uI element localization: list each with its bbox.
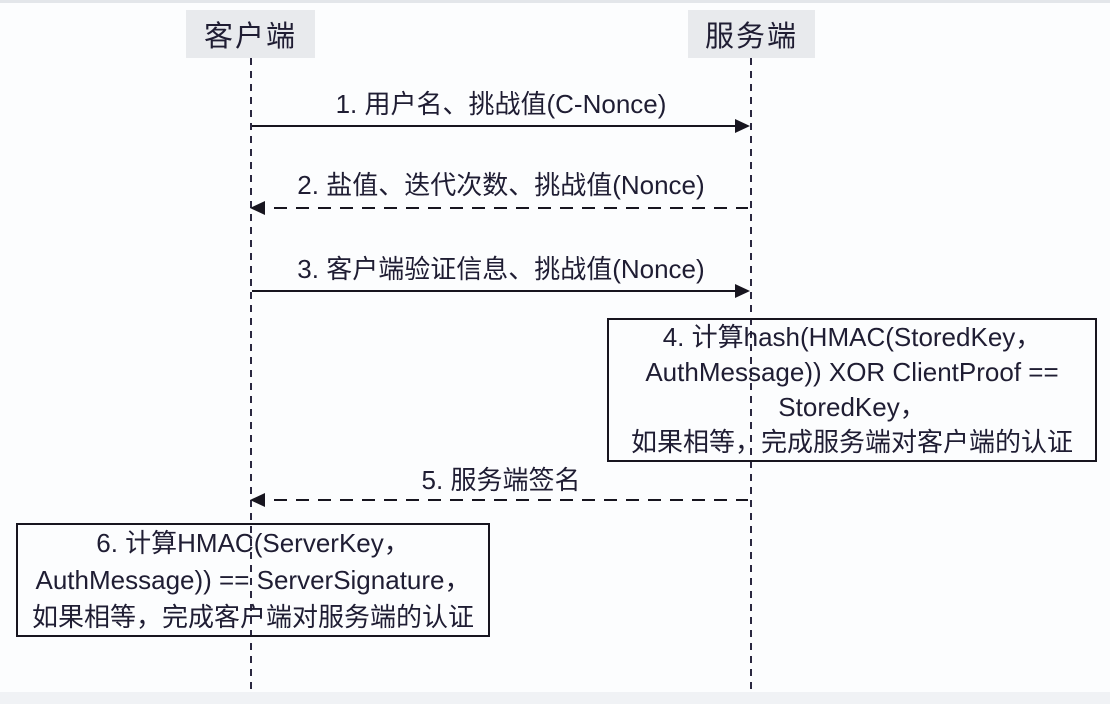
message-2-label: 2. 盐值、迭代次数、挑战值(Nonce) bbox=[297, 170, 705, 200]
arrowhead-left-icon bbox=[250, 493, 265, 507]
arrowhead-right-icon bbox=[735, 284, 750, 298]
message-1-label: 1. 用户名、挑战值(C-Nonce) bbox=[335, 89, 667, 119]
message-3-label: 3. 客户端验证信息、挑战值(Nonce) bbox=[297, 254, 705, 284]
arrowhead-left-icon bbox=[250, 201, 265, 215]
note-client-verifies-server: 6. 计算HMAC(ServerKey， AuthMessage)) == Se… bbox=[16, 523, 490, 637]
note-line: 如果相等，完成服务端对客户端的认证 bbox=[630, 427, 1073, 457]
actor-client: 客户端 bbox=[186, 10, 315, 58]
top-border-strip bbox=[0, 0, 1110, 3]
bottom-border-strip bbox=[0, 692, 1110, 704]
message-1-arrow bbox=[252, 119, 750, 133]
note-line: StoredKey， bbox=[778, 392, 926, 422]
note-server-verifies-client: 4. 计算hash(HMAC(StoredKey， AuthMessage)) … bbox=[607, 318, 1097, 462]
arrowhead-right-icon bbox=[735, 119, 750, 133]
note-line: AuthMessage)) XOR ClientProof == bbox=[645, 357, 1059, 387]
note-line: 4. 计算hash(HMAC(StoredKey， bbox=[662, 322, 1042, 352]
note-line: AuthMessage)) == ServerSignature， bbox=[35, 564, 471, 595]
actor-server: 服务端 bbox=[688, 10, 815, 58]
message-3-arrow bbox=[252, 284, 750, 298]
note-line: 如果相等，完成客户端对服务端的认证 bbox=[31, 601, 474, 632]
message-5-arrow bbox=[250, 493, 748, 507]
message-2-arrow bbox=[250, 201, 748, 215]
message-5-label: 5. 服务端签名 bbox=[421, 465, 581, 495]
server-lifeline bbox=[750, 58, 752, 691]
client-lifeline bbox=[250, 58, 252, 691]
note-line: 6. 计算HMAC(ServerKey， bbox=[96, 527, 410, 558]
